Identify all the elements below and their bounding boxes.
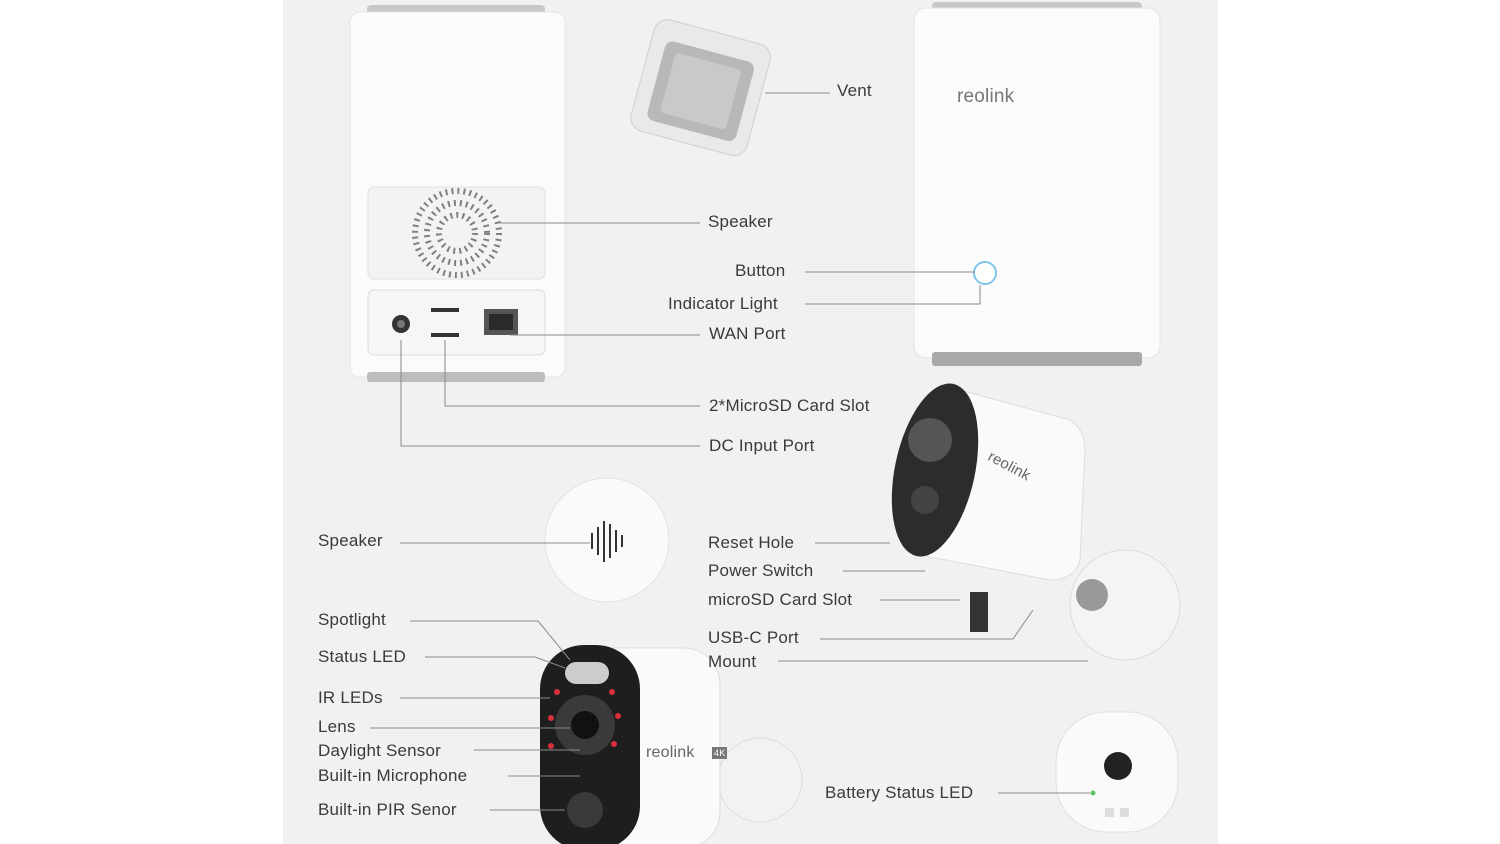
badge-4k: 4K [712, 747, 728, 759]
brand-logo-front-camera: reolink [646, 744, 695, 761]
label-microsd-slot: microSD Card Slot [708, 590, 853, 609]
label-status-led: Status LED [318, 647, 406, 666]
label-reset-hole: Reset Hole [708, 533, 795, 552]
label-dc-input: DC Input Port [709, 436, 815, 455]
camera-front-view [540, 645, 803, 844]
label-lens: Lens [318, 717, 356, 736]
label-power-switch: Power Switch [708, 561, 814, 580]
hub-bottom-view [630, 19, 771, 157]
hub-back-view [349, 5, 566, 382]
brand-logo-hub: reolink [957, 86, 1015, 107]
label-battery-led: Battery Status LED [825, 783, 974, 802]
label-button: Button [735, 261, 786, 280]
label-spotlight: Spotlight [318, 610, 386, 629]
label-daylight-sensor: Daylight Sensor [318, 741, 442, 760]
label-indicator-light: Indicator Light [668, 294, 778, 313]
leader-lines [370, 92, 1090, 811]
hub-front-view [913, 2, 1161, 366]
label-microphone: Built-in Microphone [318, 766, 468, 785]
battery-bottom-view [1055, 711, 1179, 833]
label-pir-sensor: Built-in PIR Senor [318, 800, 457, 819]
speaker-dome [544, 477, 670, 603]
label-speaker-camera: Speaker [318, 531, 383, 550]
camera-side-view [891, 383, 1181, 661]
label-mount: Mount [708, 652, 757, 671]
label-speaker-hub: Speaker [708, 212, 773, 231]
label-wan-port: WAN Port [709, 324, 786, 343]
label-usbc-port: USB-C Port [708, 628, 799, 647]
label-microsd-slots: 2*MicroSD Card Slot [709, 396, 870, 415]
label-vent: Vent [837, 81, 872, 100]
label-ir-leds: IR LEDs [318, 688, 383, 707]
